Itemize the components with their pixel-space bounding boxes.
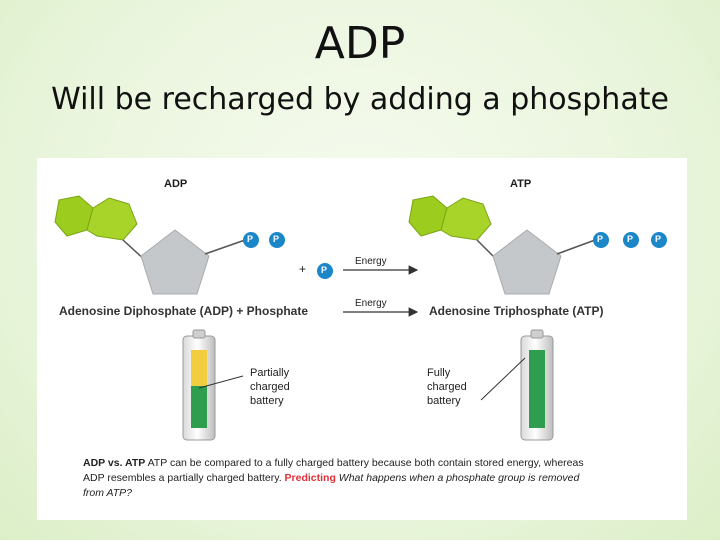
slide-title: ADP	[314, 18, 406, 69]
atp-heading: ATP	[510, 178, 532, 190]
plus-sign: +	[299, 262, 307, 276]
adp-phosphate-2-letter: P	[273, 234, 280, 244]
atp-name-label: Adenosine Triphosphate (ATP)	[429, 304, 604, 318]
adp-atp-figure: ADP ATP P P P P P P + Energy Energy Aden…	[37, 158, 687, 520]
caption-lead: ADP vs. ATP	[83, 457, 146, 469]
adp-phosphate-1-letter: P	[247, 234, 254, 244]
adp-equation-label: Adenosine Diphosphate (ADP) + Phosphate	[59, 304, 309, 318]
caption-predicting: Predicting	[284, 472, 336, 484]
energy-label-bottom: Energy	[355, 298, 387, 309]
atp-phosphate-1	[593, 232, 609, 248]
atp-phosphate-3-letter: P	[655, 234, 662, 244]
atp-phosphate-2	[623, 232, 639, 248]
energy-label-top: Energy	[355, 256, 387, 267]
free-phosphate	[317, 263, 333, 279]
adp-phosphate-1	[243, 232, 259, 248]
adp-ribose-pentagon	[140, 229, 210, 295]
atp-phosphate-1-letter: P	[597, 234, 604, 244]
adp-adenine-ring-right	[86, 197, 138, 241]
adp-phosphate-2	[269, 232, 285, 248]
partial-battery	[182, 329, 244, 441]
partial-battery-label: Partially charged battery	[250, 367, 290, 407]
atp-adenine-ring-right	[440, 197, 492, 241]
caption-body: ATP can be compared to a fully charged b…	[83, 457, 584, 484]
figure-caption: ADP vs. ATP ATP can be compared to a ful…	[83, 456, 603, 501]
atp-molecule	[408, 195, 667, 295]
free-phosphate-letter: P	[321, 265, 328, 275]
full-battery-label: Fully charged battery	[427, 367, 467, 407]
atp-phosphate-2-letter: P	[627, 234, 634, 244]
caption-question: What happens when a phosphate group is r…	[83, 472, 580, 499]
adp-molecule	[54, 195, 285, 295]
partial-battery-yellow	[191, 350, 207, 386]
atp-phosphate-3	[651, 232, 667, 248]
atp-ribose-pentagon	[492, 229, 562, 295]
full-battery-green	[529, 350, 545, 428]
adp-atp-diagram	[54, 195, 667, 441]
partial-battery-green	[191, 386, 207, 428]
adp-heading: ADP	[164, 178, 188, 190]
full-battery	[480, 329, 554, 441]
slide-subtitle: Will be recharged by adding a phosphate	[51, 82, 669, 117]
